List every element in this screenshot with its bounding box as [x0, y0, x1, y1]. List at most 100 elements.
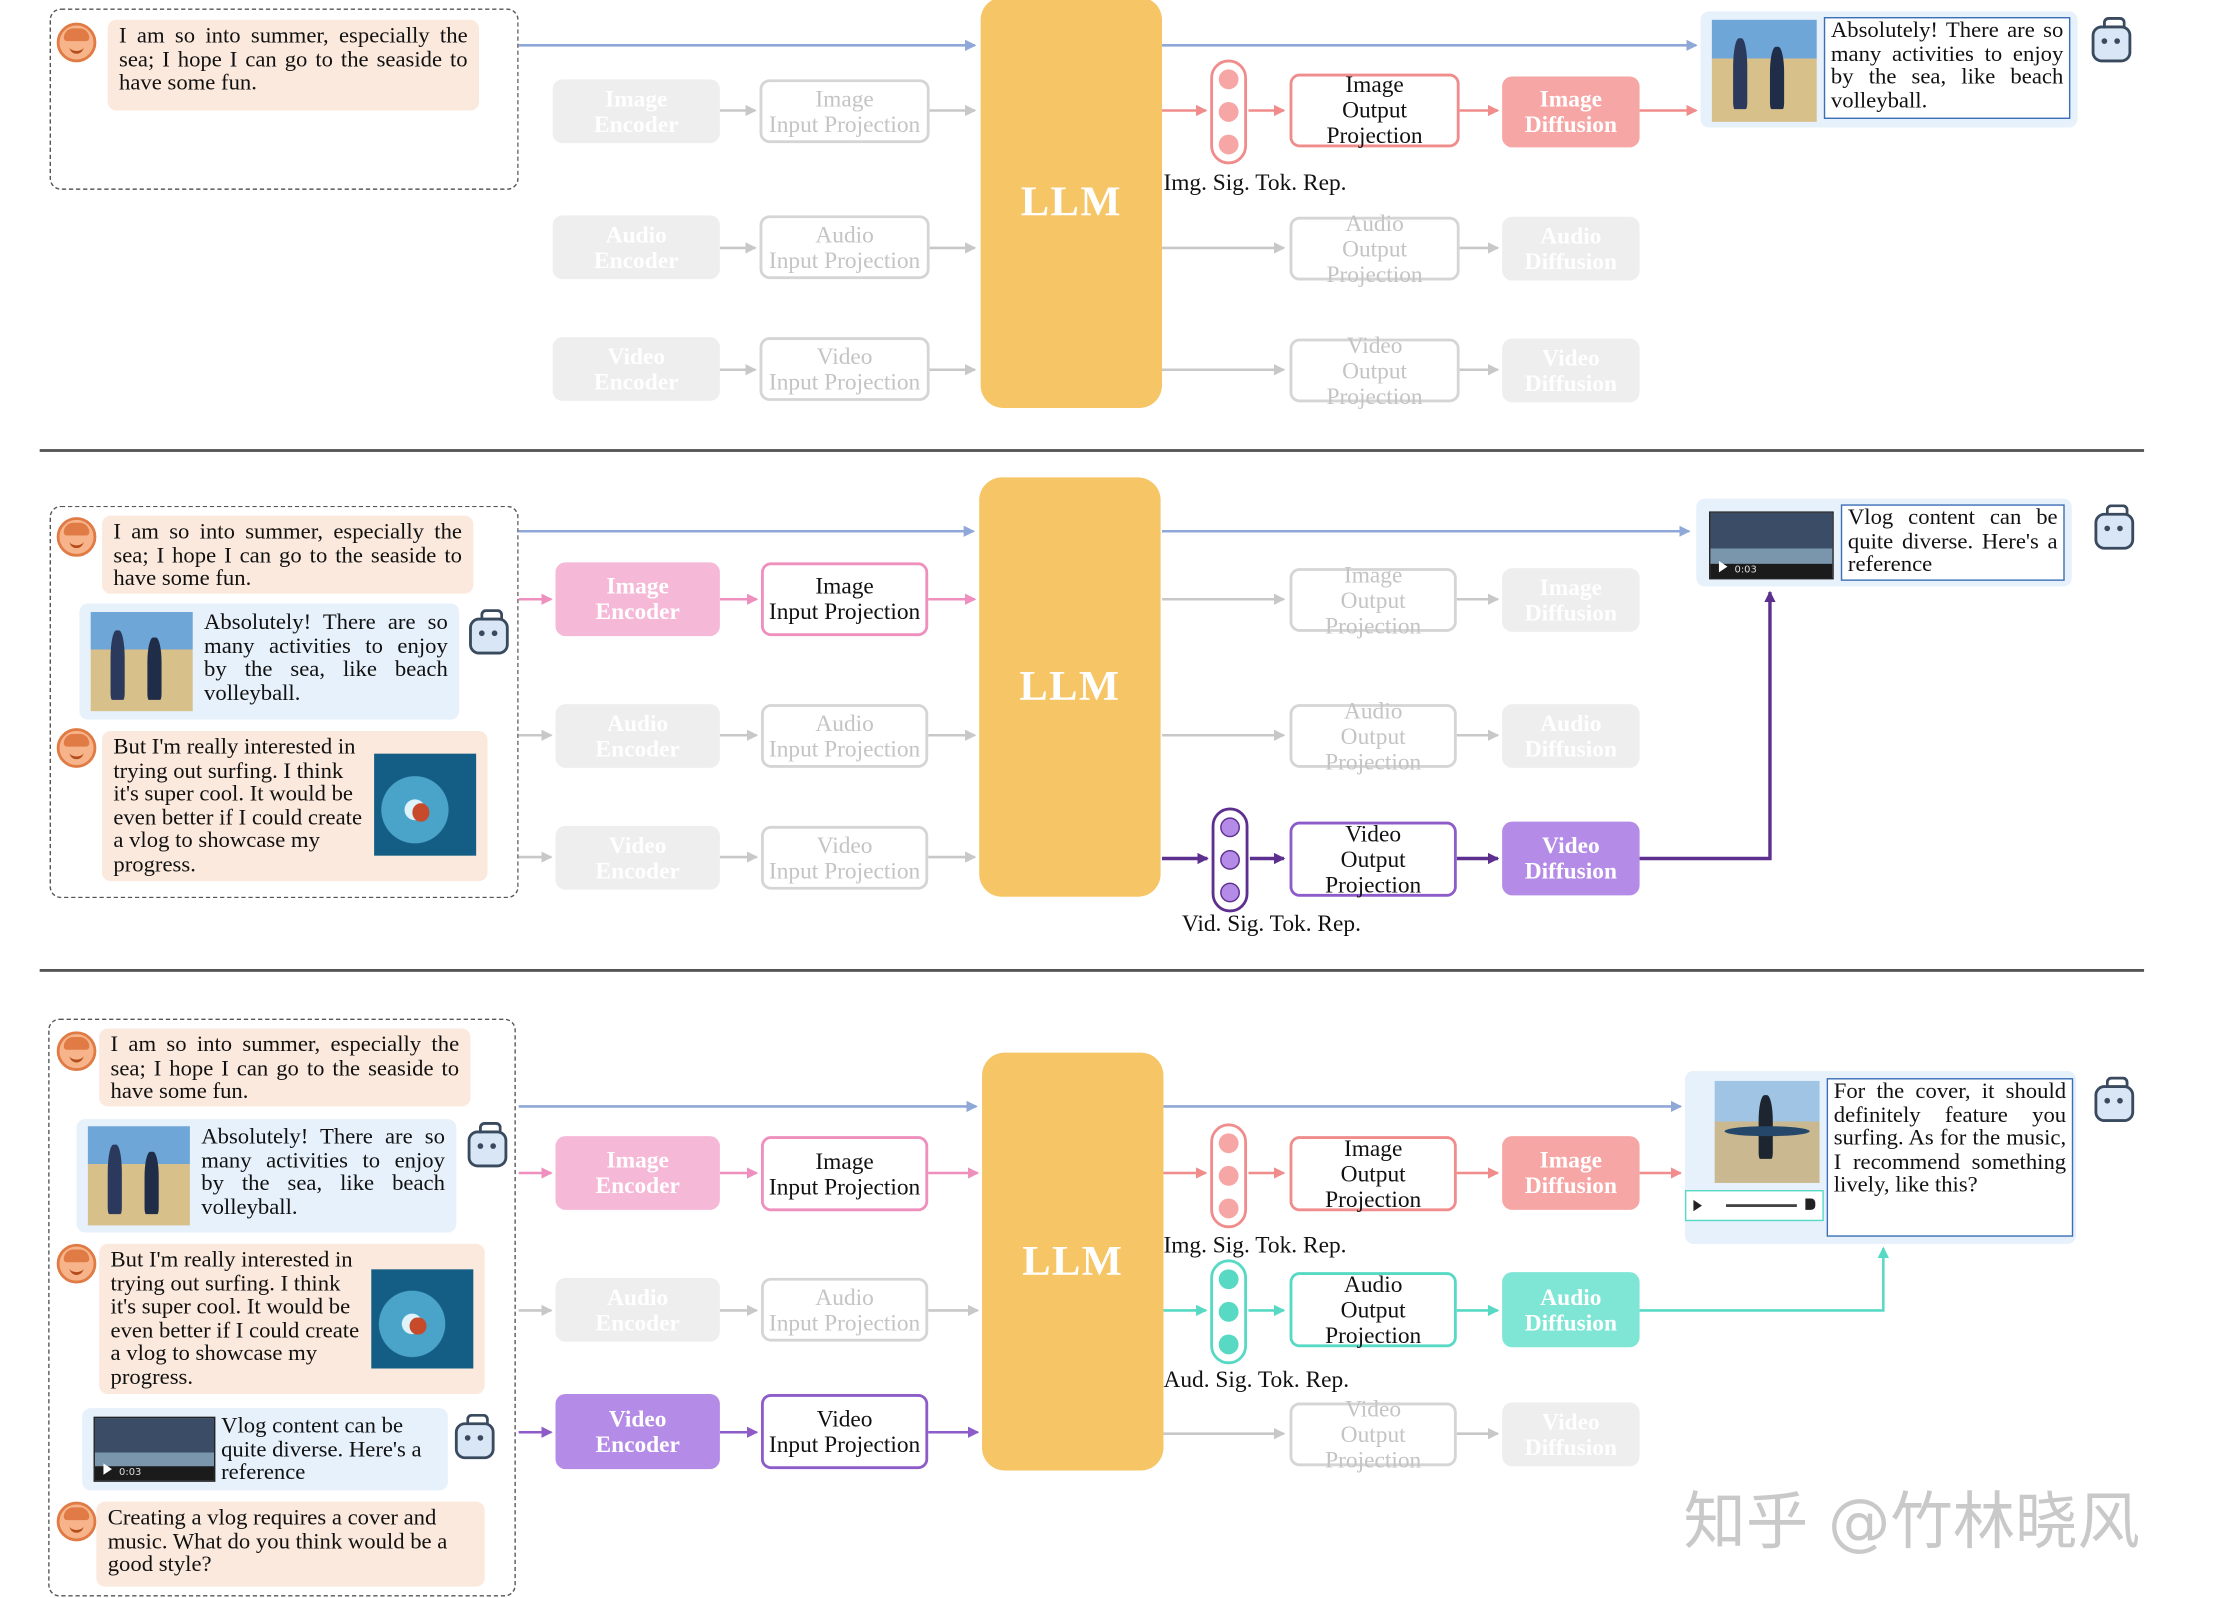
bot-message: Absolutely! There are so many activities… — [79, 603, 460, 720]
video-time: 0:03 — [1734, 563, 1757, 576]
user-message-text: I am so into summer, especially the sea;… — [113, 519, 462, 591]
volume-icon — [1805, 1198, 1816, 1210]
bot-message: Absolutely! There are so many activities… — [76, 1119, 457, 1233]
play-icon — [1718, 561, 1728, 573]
beach-volleyball-image — [87, 1126, 190, 1226]
surfing-wave-image — [371, 1269, 474, 1369]
bot-avatar-icon — [2091, 17, 2132, 63]
llm-block: LLM — [979, 477, 1161, 897]
bot-avatar-icon — [469, 609, 509, 655]
conversation-box — [48, 1018, 516, 1597]
surfer-cover-image — [1714, 1080, 1820, 1183]
bot-avatar-icon — [2094, 504, 2135, 550]
bot-avatar-icon — [467, 1122, 508, 1168]
bot-message-text: Vlog content can be quite diverse. Here'… — [221, 1413, 422, 1485]
bot-response-text: For the cover, it should definitely feat… — [1826, 1078, 2074, 1237]
user-message: I am so into summer, especially the sea;… — [99, 1028, 471, 1107]
surfing-video-thumbnail: 0:03 — [93, 1416, 216, 1482]
panel-divider — [39, 449, 2145, 452]
conversation-box — [49, 8, 519, 190]
user-avatar-icon — [56, 1243, 97, 1284]
panel-divider — [39, 969, 2145, 972]
conversation-box — [49, 505, 519, 899]
llm-block: LLM — [982, 1052, 1164, 1471]
user-message: I am so into summer, especially the sea;… — [102, 515, 474, 594]
bot-message: 0:03 Vlog content can be quite diverse. … — [82, 1408, 448, 1491]
audio-token-label: Aud. Sig. Tok. Rep. — [1163, 1365, 1350, 1393]
video-time: 0:03 — [119, 1466, 142, 1478]
user-message-text: Creating a vlog requires a cover and mus… — [107, 1505, 448, 1577]
video-signal-token-pill — [1211, 807, 1249, 913]
llm-block: LLM — [980, 0, 1163, 409]
watermark: 知乎 @竹林晓风 — [1683, 1486, 2140, 1559]
beach-volleyball-image — [1711, 19, 1817, 122]
video-token-label: Vid. Sig. Tok. Rep. — [1181, 909, 1361, 937]
user-avatar-icon — [56, 517, 97, 557]
user-message-text: But I'm really interested in trying out … — [110, 1248, 360, 1390]
bot-message-text: Absolutely! There are so many activities… — [201, 1124, 445, 1220]
bot-response-text: Vlog content can be quite diverse. Here'… — [1840, 504, 2065, 581]
audio-output-arrow — [1639, 1246, 1889, 1312]
beach-volleyball-image — [90, 612, 193, 712]
audio-signal-token-pill — [1210, 1259, 1248, 1365]
audio-track — [1726, 1204, 1797, 1208]
user-message: But I'm really interested in trying out … — [99, 1243, 485, 1395]
user-avatar-icon — [56, 1501, 97, 1542]
user-message-text: I am so into summer, especially the sea;… — [110, 1032, 460, 1104]
image-signal-token-pill — [1210, 1123, 1248, 1229]
image-signal-token-pill — [1210, 59, 1248, 165]
bot-message-text: Absolutely! There are so many activities… — [204, 610, 448, 705]
audio-player — [1684, 1190, 1824, 1222]
play-icon — [103, 1463, 112, 1475]
user-avatar-icon — [56, 22, 97, 63]
user-message: Creating a vlog requires a cover and mus… — [96, 1501, 485, 1587]
bot-avatar-icon — [454, 1413, 495, 1460]
user-message-text: But I'm really interested in trying out … — [113, 735, 363, 877]
surfing-video-thumbnail: 0:03 — [1709, 511, 1834, 580]
user-message: But I'm really interested in trying out … — [102, 731, 488, 882]
play-icon — [1693, 1199, 1702, 1212]
image-token-label: Img. Sig. Tok. Rep. — [1163, 168, 1347, 196]
surfing-wave-image — [374, 753, 477, 856]
video-output-arrow — [1639, 590, 1776, 861]
bot-avatar-icon — [2094, 1076, 2135, 1123]
user-avatar-icon — [56, 728, 97, 768]
bot-response-text: Absolutely! There are so many activities… — [1823, 17, 2071, 120]
